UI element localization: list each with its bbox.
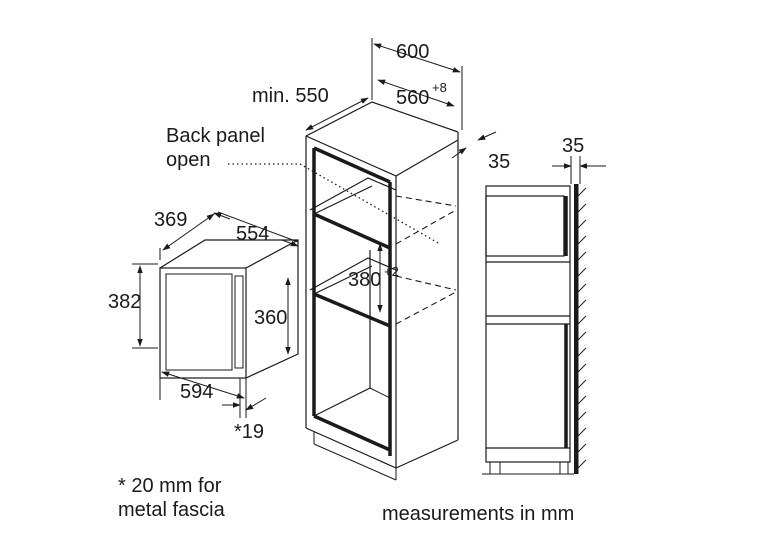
units-note: measurements in mm	[382, 503, 574, 525]
dim-380-label: 380	[348, 269, 381, 291]
side-section-view	[482, 156, 606, 475]
dim-360-label: 360	[254, 307, 287, 329]
dim-19-label: *19	[234, 421, 264, 443]
dim-382-label: 382	[108, 291, 141, 313]
microwave-dimensions	[132, 211, 299, 418]
wall-hatching	[577, 187, 587, 469]
dim-380-tolerance: +2	[384, 264, 399, 279]
tall-cabinet	[305, 101, 459, 481]
dim-560-tolerance: +8	[432, 80, 447, 95]
dim-560-label: 560	[396, 87, 429, 109]
footnote-line1: * 20 mm for	[118, 475, 222, 497]
dim-min550-label: min. 550	[252, 85, 329, 107]
back-panel-label-line1: Back panel	[166, 125, 265, 147]
dim-600-label: 600	[396, 41, 429, 63]
cabinet-dimensions	[305, 38, 497, 313]
back-panel-label-line2: open	[166, 149, 211, 171]
back-panel-leader	[228, 163, 441, 245]
dim-594-label: 594	[180, 381, 213, 403]
dim-35-side-label: 35	[488, 151, 510, 173]
dim-554-label: 554	[236, 223, 269, 245]
footnote-line2: metal fascia	[118, 499, 226, 521]
dim-369-label: 369	[154, 209, 187, 231]
dim-35-wall-label: 35	[562, 135, 584, 157]
